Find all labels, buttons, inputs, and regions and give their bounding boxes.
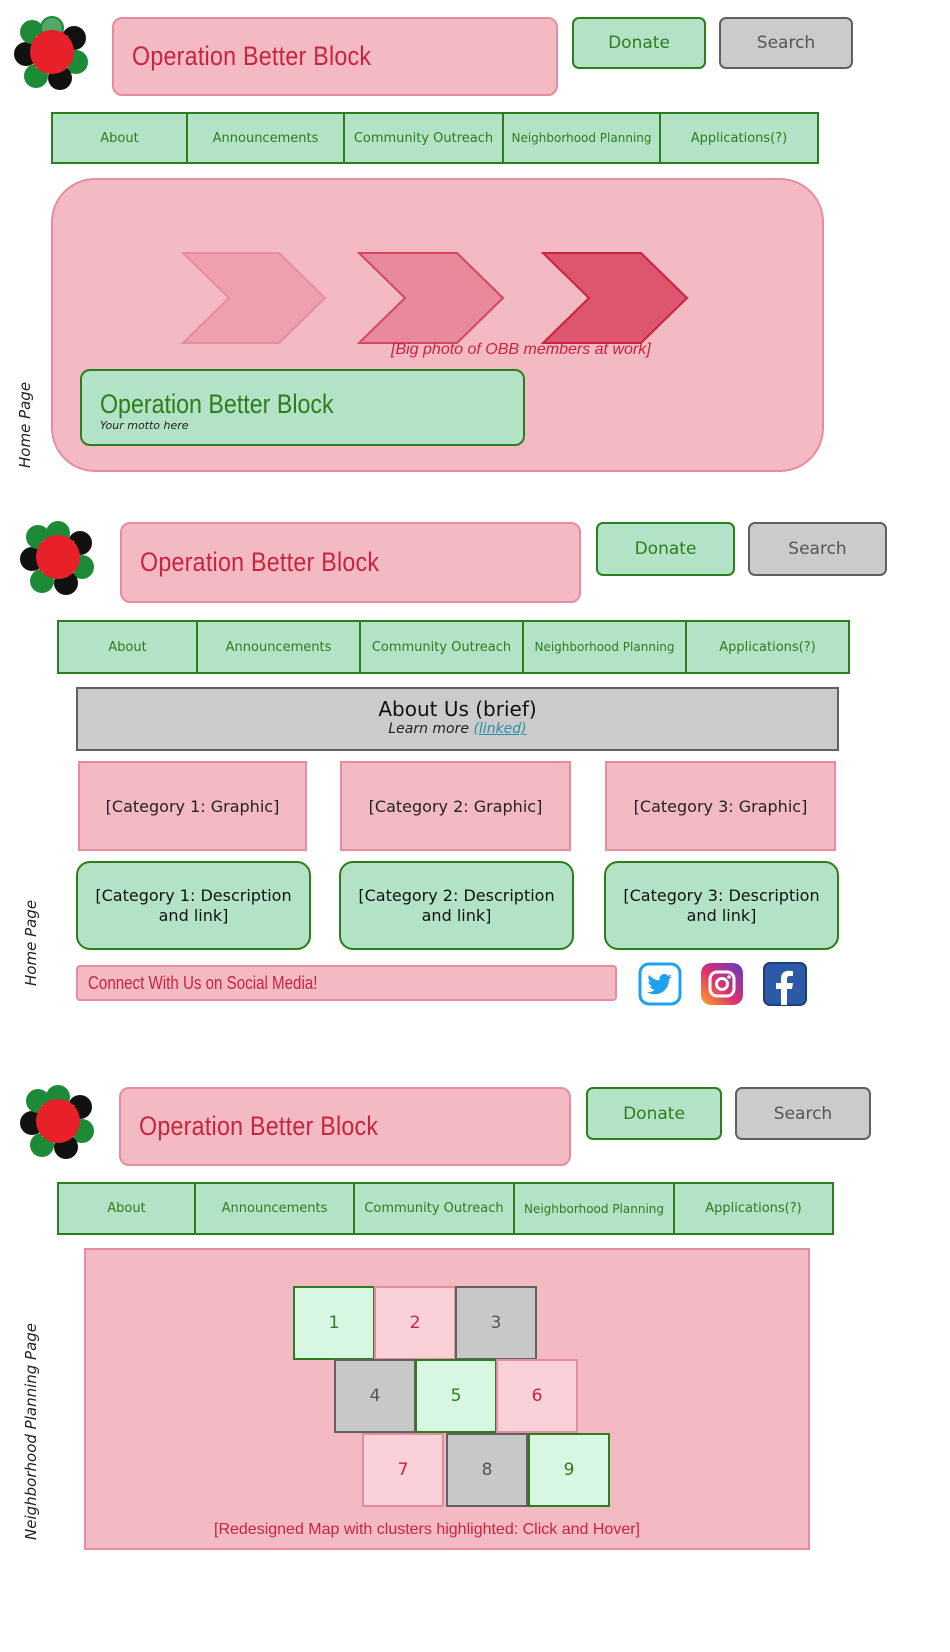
- obb-logo: [20, 1085, 96, 1159]
- site-title: Operation Better Block: [139, 1111, 379, 1141]
- nav-announcements[interactable]: Announcements: [196, 620, 361, 674]
- learn-more-text: Learn more: [388, 721, 469, 737]
- nav-applications[interactable]: Applications(?): [673, 1182, 834, 1235]
- nav-about[interactable]: About: [57, 620, 198, 674]
- donate-button[interactable]: Donate: [596, 522, 735, 576]
- social-media-bar: Connect With Us on Social Media!: [76, 965, 617, 1001]
- obb-logo: [14, 16, 90, 90]
- main-nav: About Announcements Community Outreach N…: [57, 620, 850, 674]
- section-label-neighborhood-planning: Neighborhood Planning Page: [22, 1322, 40, 1540]
- category-1-description[interactable]: [Category 1: Description and link]: [76, 861, 311, 950]
- section-label-home-1: Home Page: [16, 381, 34, 468]
- nav-about[interactable]: About: [57, 1182, 196, 1235]
- instagram-icon[interactable]: [700, 962, 744, 1010]
- nav-announcements[interactable]: Announcements: [186, 112, 345, 164]
- nav-applications[interactable]: Applications(?): [659, 112, 819, 164]
- social-media-text: Connect With Us on Social Media!: [88, 972, 318, 993]
- hero-banner: [Big photo of OBB members at work] Opera…: [51, 178, 824, 472]
- about-us-box: About Us (brief) Learn more (linked): [76, 687, 839, 751]
- nav-community-outreach[interactable]: Community Outreach: [353, 1182, 515, 1235]
- map-cluster-3[interactable]: 3: [455, 1286, 537, 1360]
- obb-logo: [20, 521, 96, 595]
- category-2-description[interactable]: [Category 2: Description and link]: [339, 861, 574, 950]
- map-cluster-5[interactable]: 5: [415, 1359, 497, 1433]
- facebook-icon[interactable]: [763, 962, 807, 1010]
- nav-neighborhood-planning[interactable]: Neighborhood Planning: [502, 112, 661, 164]
- about-us-title: About Us (brief): [378, 697, 537, 721]
- map-cluster-7[interactable]: 7: [362, 1433, 444, 1507]
- about-us-subtitle: Learn more (linked): [78, 721, 837, 737]
- map-cluster-9[interactable]: 9: [528, 1433, 610, 1507]
- learn-more-link[interactable]: (linked): [473, 721, 527, 737]
- search-button[interactable]: Search: [735, 1087, 871, 1140]
- hero-photo-placeholder: [181, 252, 689, 344]
- search-button[interactable]: Search: [719, 17, 853, 69]
- category-3-graphic: [Category 3: Graphic]: [605, 761, 836, 851]
- map-cluster-6[interactable]: 6: [496, 1359, 578, 1433]
- donate-button[interactable]: Donate: [586, 1087, 722, 1140]
- main-nav: About Announcements Community Outreach N…: [57, 1182, 834, 1235]
- category-3-description[interactable]: [Category 3: Description and link]: [604, 861, 839, 950]
- site-title-box: Operation Better Block: [120, 522, 581, 603]
- site-title: Operation Better Block: [132, 41, 372, 71]
- nav-neighborhood-planning[interactable]: Neighborhood Planning: [522, 620, 687, 674]
- nav-about[interactable]: About: [51, 112, 188, 164]
- site-title: Operation Better Block: [140, 547, 380, 577]
- map-caption: [Redesigned Map with clusters highlighte…: [214, 1521, 640, 1538]
- motto-box: Operation Better Block Your motto here: [80, 369, 525, 446]
- section-label-home-2: Home Page: [22, 899, 40, 986]
- motto-subtitle: Your motto here: [100, 419, 189, 432]
- category-1-graphic: [Category 1: Graphic]: [78, 761, 307, 851]
- main-nav: About Announcements Community Outreach N…: [51, 112, 819, 164]
- map-cluster-4[interactable]: 4: [334, 1359, 416, 1433]
- site-title-box: Operation Better Block: [119, 1087, 571, 1166]
- map-cluster-2[interactable]: 2: [374, 1286, 456, 1360]
- nav-community-outreach[interactable]: Community Outreach: [359, 620, 524, 674]
- nav-announcements[interactable]: Announcements: [194, 1182, 355, 1235]
- neighborhood-map: 1 2 3 4 5 6 7 8 9 [Redesigned Map with c…: [84, 1248, 810, 1550]
- nav-applications[interactable]: Applications(?): [685, 620, 850, 674]
- map-cluster-8[interactable]: 8: [446, 1433, 528, 1507]
- twitter-icon[interactable]: [638, 962, 682, 1010]
- hero-caption: [Big photo of OBB members at work]: [391, 341, 651, 358]
- nav-neighborhood-planning[interactable]: Neighborhood Planning: [513, 1182, 675, 1235]
- search-button[interactable]: Search: [748, 522, 887, 576]
- site-title-box: Operation Better Block: [112, 17, 558, 96]
- donate-button[interactable]: Donate: [572, 17, 706, 69]
- motto-title: Operation Better Block: [100, 389, 334, 419]
- category-2-graphic: [Category 2: Graphic]: [340, 761, 571, 851]
- nav-community-outreach[interactable]: Community Outreach: [343, 112, 504, 164]
- map-cluster-1[interactable]: 1: [293, 1286, 375, 1360]
